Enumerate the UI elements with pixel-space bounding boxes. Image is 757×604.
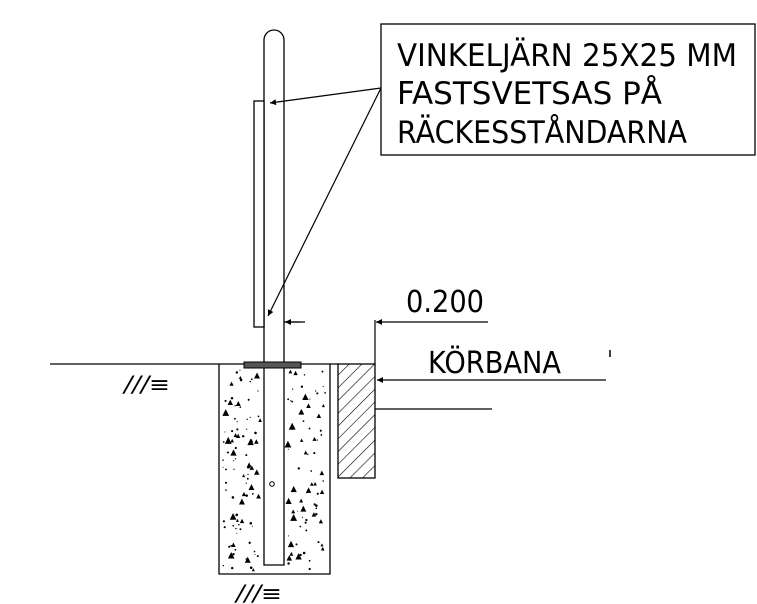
concrete-foundation [218,364,331,575]
ground-symbol-lower: ///≡ [234,582,282,604]
dimension-0200: 0.200 [284,285,488,325]
road-label: KÖRBANA [428,345,561,381]
dimension-label: 0.200 [406,285,484,320]
curb [337,363,376,479]
concrete-speckles [222,369,326,572]
road-label-group: KÖRBANA [377,345,611,383]
leader-arrow-upper [269,87,382,106]
callout-box [380,23,756,156]
guardrail-post [263,29,285,566]
callout-line-3: RÄCKESSTÅNDARNA [397,115,687,151]
angle-iron [253,100,265,328]
callout-line-2: FASTSVETSAS PÅ [397,76,662,112]
ground-symbol-upper: ///≡ [122,373,170,398]
callout-line-1: VINKELJÄRN 25X25 MM [397,38,737,74]
base-plate [243,361,302,369]
bolt-hole [269,481,275,487]
leader-arrow-lower [267,87,382,317]
